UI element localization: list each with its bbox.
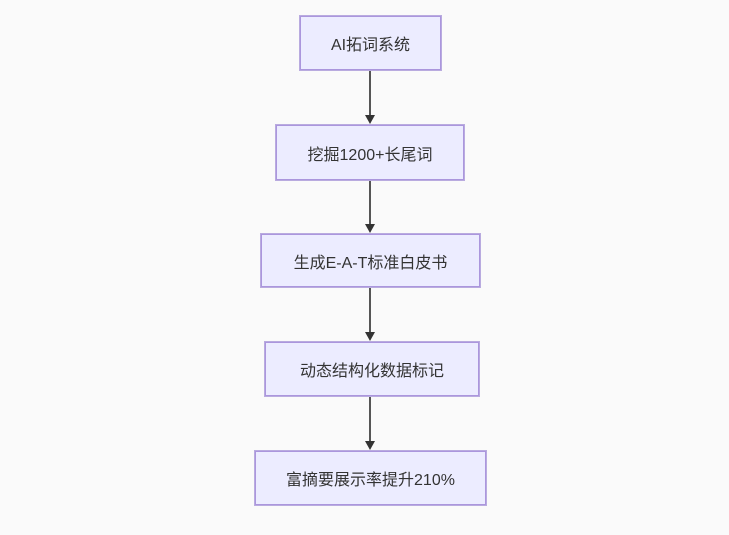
flowchart-edge-4 (364, 397, 376, 450)
flowchart-edge-3 (364, 288, 376, 341)
node-label: AI拓词系统 (330, 37, 411, 54)
arrowhead-down-icon (365, 115, 375, 124)
flowchart-edge-2 (364, 181, 376, 233)
flowchart-node-4: 动态结构化数据标记 (264, 341, 480, 397)
flowchart-node-2: 挖掘1200+长尾词 (275, 124, 465, 181)
flowchart-node-3: 生成E-A-T标准白皮书 (260, 233, 481, 288)
node-label: 富摘要展示率提升210% (286, 472, 455, 489)
edge-line (369, 288, 371, 332)
flowchart-node-5: 富摘要展示率提升210% (254, 450, 487, 506)
arrowhead-down-icon (365, 224, 375, 233)
flowchart-node-1: AI拓词系统 (299, 15, 442, 71)
edge-line (369, 397, 371, 441)
node-label: 生成E-A-T标准白皮书 (293, 254, 448, 272)
node-label: 挖掘1200+长尾词 (307, 146, 433, 164)
arrowhead-down-icon (365, 441, 375, 450)
node-label: 动态结构化数据标记 (299, 363, 444, 380)
edge-line (369, 71, 371, 115)
edge-line (369, 181, 371, 224)
flowchart-edge-1 (364, 71, 376, 124)
arrowhead-down-icon (365, 332, 375, 341)
